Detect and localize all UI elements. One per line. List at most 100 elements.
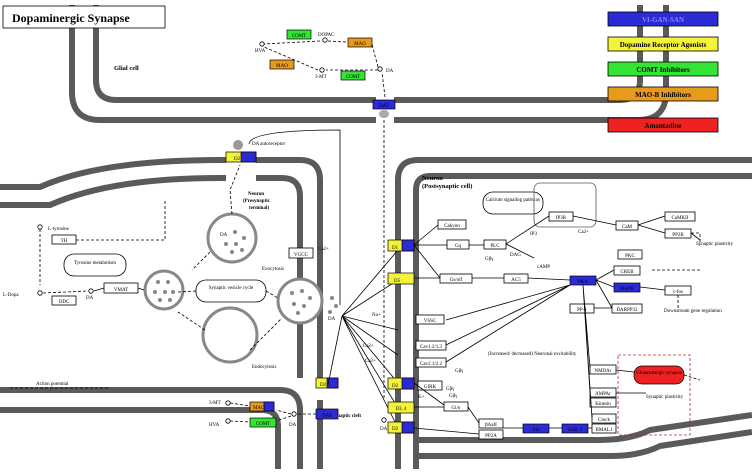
vesicle-top	[206, 212, 258, 264]
mao-node-top1-label: MAO	[354, 42, 366, 47]
dat-node-top	[372, 99, 396, 110]
gbg-label-1: Gβγ	[485, 257, 494, 262]
postsyn-label-1: Neuron	[422, 175, 443, 182]
action-potential-label: Action potential	[36, 382, 69, 387]
clock-label: Clock	[598, 418, 610, 423]
legend: VI-GAN-SAN Dopamine Receptor Agonists CO…	[607, 11, 719, 133]
camp-label: cAMP	[537, 265, 550, 270]
ac5-label: AC5	[511, 278, 521, 283]
comt-node-top2	[340, 70, 366, 81]
k-label: K+	[418, 395, 425, 400]
legend-swatch-1	[607, 11, 719, 27]
vgcc-node-label: VGCC	[294, 253, 309, 258]
d34-node	[387, 401, 415, 414]
gq-node	[446, 239, 470, 250]
3mt-label-bottom: 3-MT	[209, 401, 221, 406]
gsolf-label: Gs/olf	[450, 278, 463, 283]
synaptic-cleft-label: Synaptic cleft	[332, 414, 361, 419]
nmdar-label: NMDAr	[595, 369, 612, 374]
dat-top-pore	[379, 110, 389, 118]
cam-node	[615, 220, 639, 231]
legend-swatch-5	[607, 117, 719, 133]
da-label-bottom: DA	[289, 423, 297, 428]
vmat-links	[93, 287, 145, 292]
mao-node-top2	[269, 59, 295, 70]
da-compound-cleft	[381, 417, 387, 423]
d34-label: D3, 4	[395, 407, 407, 412]
hva-compound-top	[259, 41, 265, 47]
d2-pre-overlay	[326, 377, 339, 389]
vesicle-bottom	[201, 306, 259, 364]
nmdar-node	[589, 364, 617, 375]
presyn-label-3: terminal)	[249, 206, 269, 211]
ca-label-4: Ca2+	[578, 230, 589, 235]
glial-reactions	[263, 40, 386, 98]
gbg-label-4: Gβγ	[449, 394, 458, 399]
pka-label: PKA	[578, 280, 588, 285]
tyrosine-path	[39, 200, 166, 285]
downstream-label: Downstream gene regulation	[664, 309, 722, 314]
dag-label: DAG	[510, 253, 521, 258]
cav21-label: Cav2.1/2.2	[420, 362, 442, 367]
dopac-label: DOPAC	[318, 33, 335, 38]
legend-label-3: COMT Inhibitors	[636, 66, 690, 74]
3mt-label-top: 3-MT	[315, 75, 327, 80]
vssc-node	[415, 314, 445, 325]
vesicle-left-dots	[153, 280, 175, 302]
pp1-node	[569, 303, 595, 314]
vssc-label: VSSC	[424, 319, 437, 324]
creb-label: CREB	[620, 270, 634, 275]
mao-node-bottom-overlay	[263, 401, 275, 412]
d2-pre-label: D2	[320, 383, 327, 388]
autoreceptor-pore	[233, 140, 243, 150]
legend-swatch-3	[607, 61, 719, 77]
ip3-label: IP3	[530, 232, 537, 237]
da-release-fan	[327, 249, 399, 429]
tyrosine-metabolism-label-1: Tyrosine metabolism	[74, 261, 116, 266]
legend-label-4: MAO-B Inhibitors	[635, 91, 691, 99]
presyn-degradation-paths	[229, 402, 316, 423]
baii-node	[478, 418, 504, 429]
cav21-node	[415, 357, 447, 368]
3mt-compound-top	[319, 67, 325, 73]
plc-node	[483, 239, 507, 250]
da-autoreceptor-label: DA autoreceptor	[252, 142, 286, 147]
vmat-node-label: VMAT	[114, 288, 128, 293]
glutamatergic-synapse-label: Glutamatergic synapse	[636, 371, 682, 376]
mao-node-top1	[347, 37, 373, 48]
comt-node-top	[286, 29, 312, 40]
l-tyrosine-label: L-tyrosine	[48, 227, 70, 232]
l-dopa-compound	[37, 290, 43, 296]
da-label-vesicle: DA	[220, 233, 228, 238]
cam-label: CaM	[622, 225, 633, 230]
darpp32-node	[611, 303, 643, 314]
tyrosine-metabolism	[63, 253, 127, 277]
da-compound-top	[377, 66, 383, 72]
ampar-label: AMPAr	[595, 392, 611, 397]
camkii-node	[664, 211, 696, 222]
signaling-edges	[413, 215, 701, 435]
gsolf-node	[439, 273, 473, 284]
calcium-signaling-label: Calcium signaling pathway	[486, 198, 541, 203]
bmal1-label: BMAL1	[596, 428, 613, 433]
vesicle-left	[143, 269, 185, 311]
da-compound-bottom	[291, 411, 297, 417]
cleft-da-dots	[328, 296, 338, 314]
presyn-label-2: (Presynaptic	[243, 199, 271, 204]
hva-label-top: HVA	[255, 49, 266, 54]
pkc-label: PKC	[625, 254, 635, 259]
cav12-label: Cav1.2/1.3	[420, 345, 442, 350]
legend-label-2: Dopamine Receptor Agonists	[620, 41, 707, 49]
gbg-label-3: Gβγ	[446, 387, 455, 392]
hva-label-bottom: HVA	[209, 423, 220, 428]
vesicle-release	[276, 277, 324, 325]
d1-label: D1	[392, 246, 399, 251]
gio-node	[443, 401, 469, 412]
da-label-top: DA	[386, 69, 394, 74]
na-label: Na+	[372, 313, 381, 318]
vesicle-top-dots	[224, 230, 246, 254]
ddc-node	[51, 295, 77, 306]
girk-label: GIRK	[424, 385, 437, 390]
legend-label-5: Amantadine	[645, 122, 682, 130]
